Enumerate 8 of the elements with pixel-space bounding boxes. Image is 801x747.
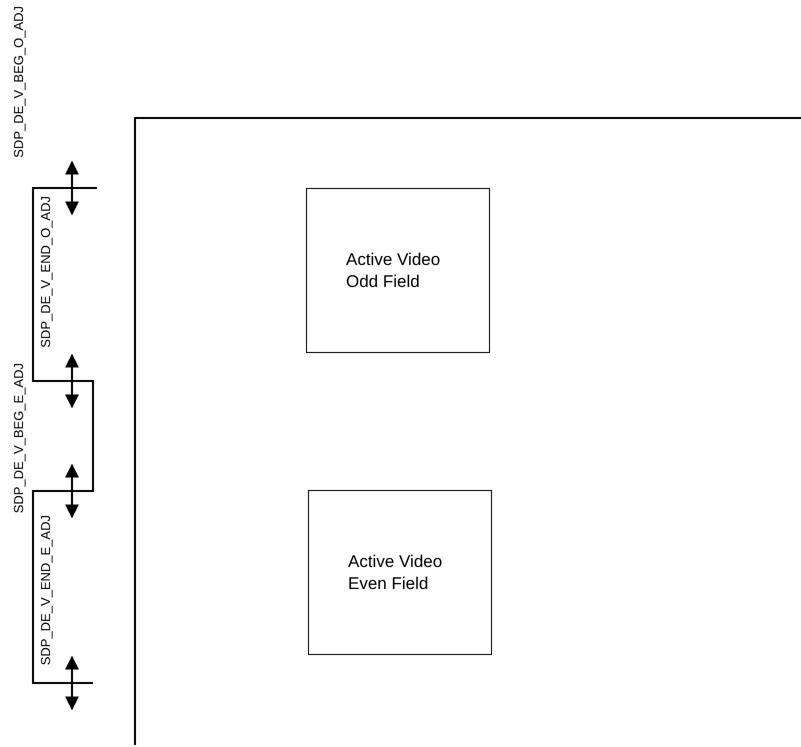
signal-name: SDP_DE_V_END_O_ADJ	[38, 196, 53, 348]
field-box	[306, 188, 490, 353]
box-label: Active Video Even Field	[348, 550, 444, 594]
field-box	[308, 490, 492, 655]
signal-name: SDP_DE_V_BEG_E_ADJ	[11, 363, 26, 514]
signal-name: SDP_DE_V_BEG_O_ADJ	[11, 6, 26, 158]
signal-name: SDP_DE_V_END_E_ADJ	[38, 515, 53, 666]
box-label: Active Video Odd Field	[346, 248, 442, 292]
